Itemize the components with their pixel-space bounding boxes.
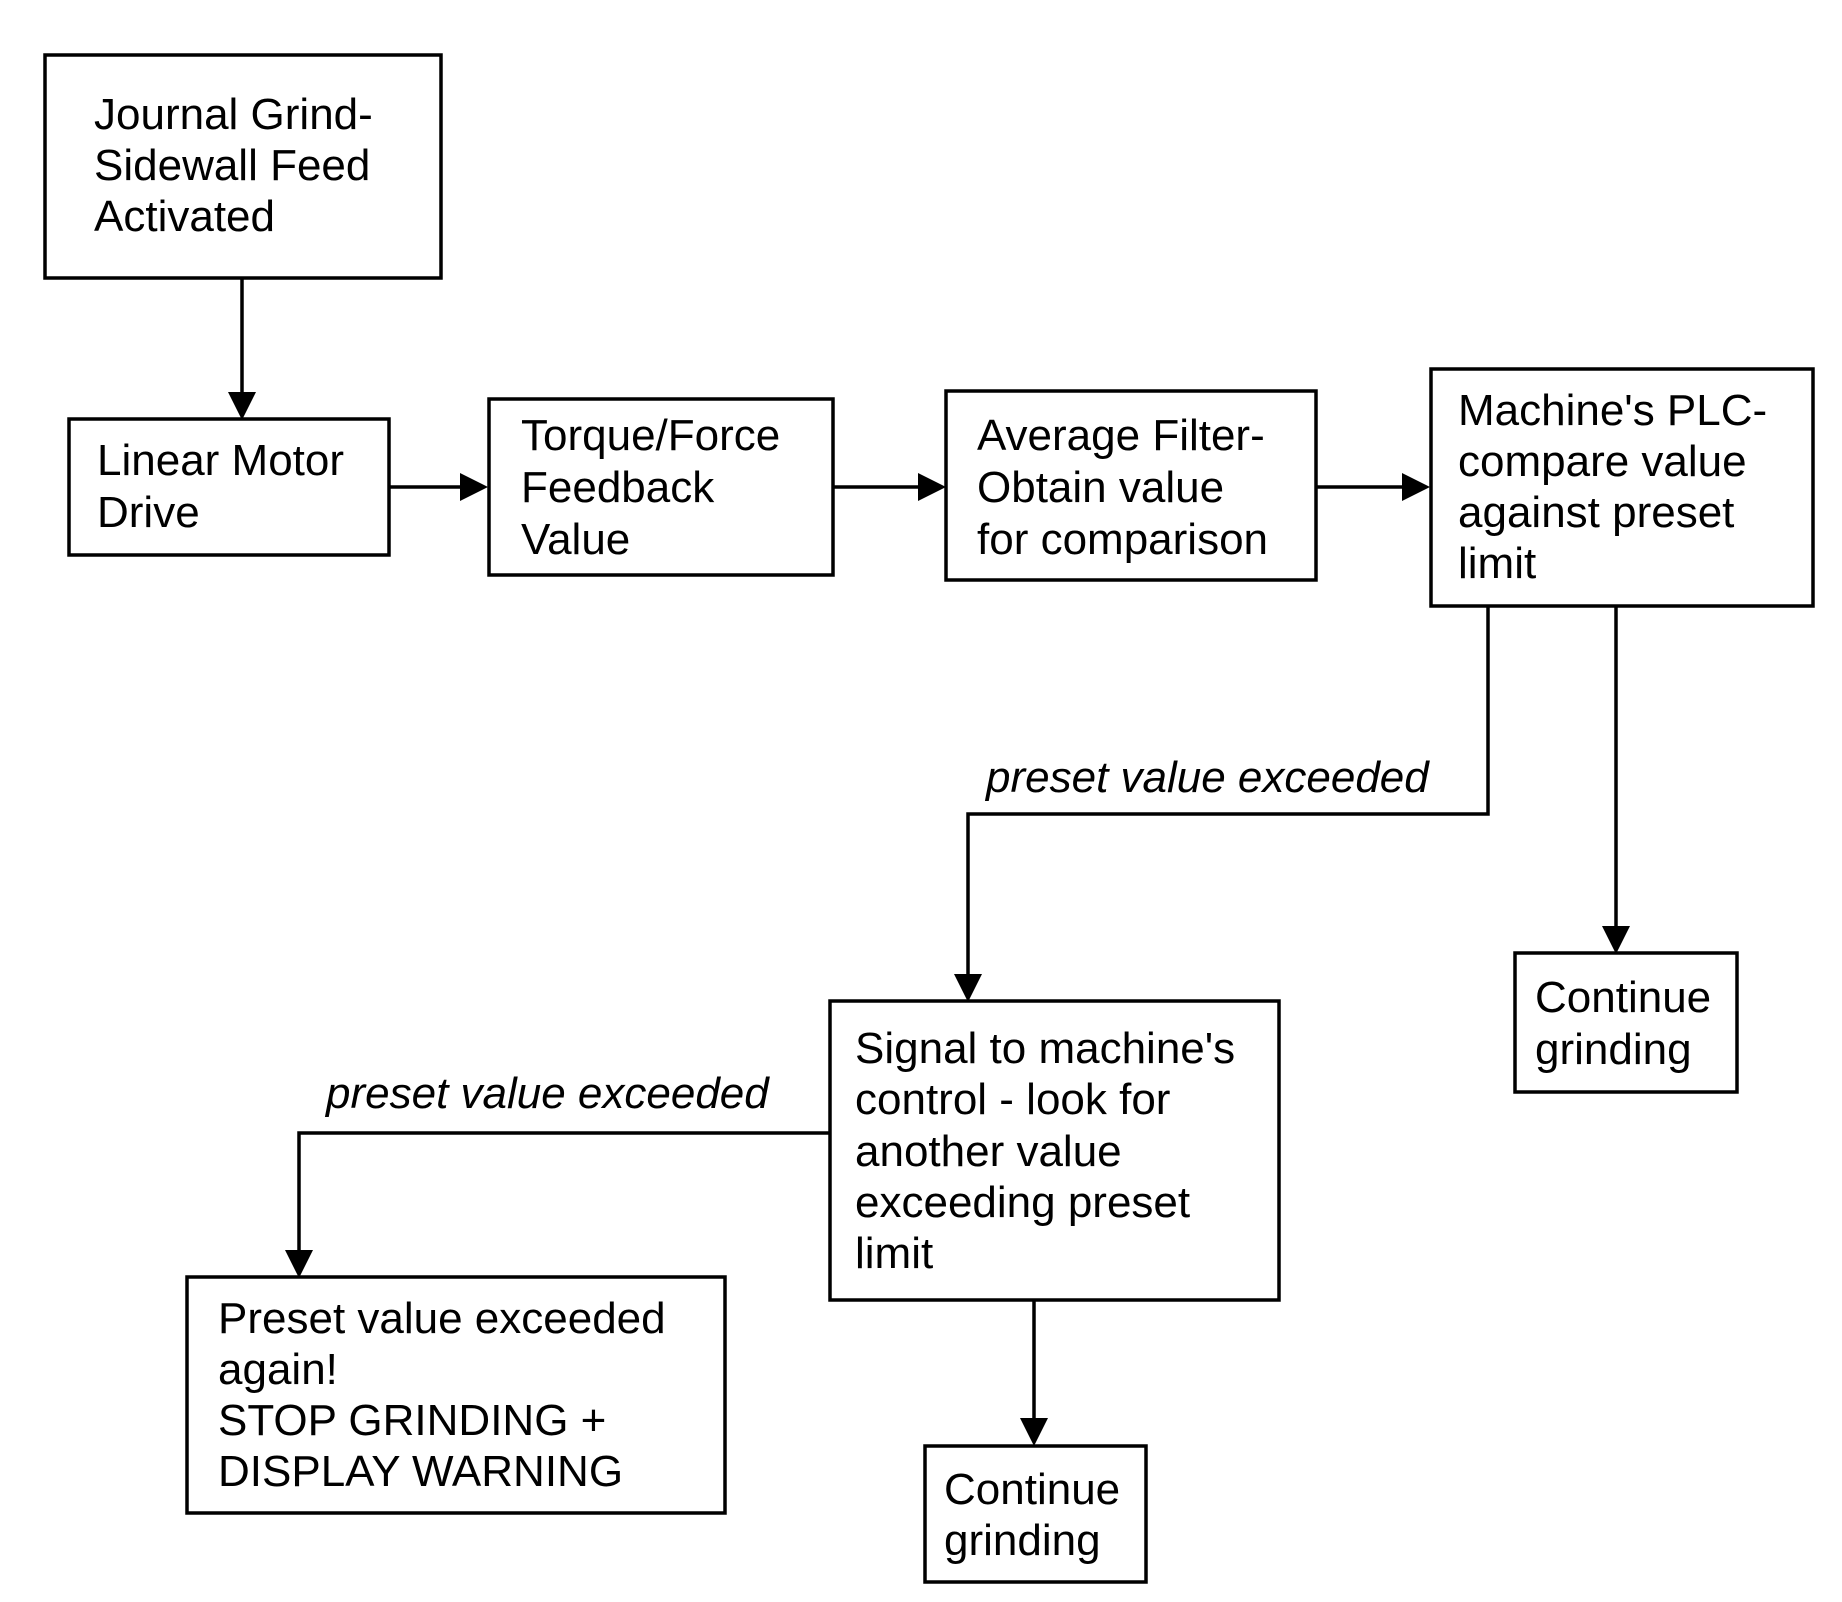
- node-text-line: Feedback: [521, 463, 715, 512]
- node-text-line: grinding: [944, 1516, 1101, 1565]
- node-text-line: control - look for: [855, 1075, 1170, 1124]
- edge-journal-to-motor: [228, 278, 256, 420]
- edge-plc-to-signal: preset value exceeded: [954, 606, 1488, 1002]
- node-text-line: Drive: [97, 488, 200, 537]
- node-text-line: limit: [855, 1229, 933, 1278]
- node-text-line: Torque/Force: [521, 411, 780, 460]
- node-continue-2: Continue grinding: [925, 1446, 1146, 1582]
- arrowhead-icon: [460, 473, 488, 501]
- edge-label-preset-exceeded-again: preset value exceeded: [324, 1069, 770, 1118]
- node-text-line: another value: [855, 1127, 1122, 1176]
- edge-torque-to-filter: [834, 473, 946, 501]
- edge-label-preset-exceeded: preset value exceeded: [984, 753, 1430, 802]
- arrowhead-icon: [1402, 473, 1430, 501]
- node-text-line: Journal Grind-: [94, 90, 373, 139]
- edge-signal-to-stop: preset value exceeded: [285, 1069, 830, 1278]
- node-average-filter: Average Filter- Obtain value for compari…: [946, 391, 1316, 580]
- node-text-line: again!: [218, 1345, 338, 1394]
- node-text-line: Continue: [944, 1465, 1120, 1514]
- node-text-line: Continue: [1535, 973, 1711, 1022]
- node-text-line: Activated: [94, 192, 275, 241]
- arrowhead-icon: [918, 473, 946, 501]
- node-text-line: Value: [521, 515, 630, 564]
- node-text-line: Sidewall Feed: [94, 141, 370, 190]
- node-text-line: Linear Motor: [97, 436, 344, 485]
- arrowhead-icon: [285, 1250, 313, 1278]
- node-torque-feedback: Torque/Force Feedback Value: [489, 399, 833, 575]
- node-plc-compare: Machine's PLC- compare value against pre…: [1431, 369, 1813, 606]
- arrowhead-icon: [1020, 1418, 1048, 1446]
- edge-filter-to-plc: [1316, 473, 1430, 501]
- node-text-line: compare value: [1458, 437, 1747, 486]
- edge-plc-to-continue: [1602, 606, 1630, 954]
- node-linear-motor: Linear Motor Drive: [69, 419, 389, 555]
- svg-text:Average Filter- Obtain v: Average Filter- Obtain value for compari…: [977, 411, 1277, 564]
- edge-signal-to-continue: [1020, 1300, 1048, 1446]
- node-text-line: Signal to machine's: [855, 1024, 1235, 1073]
- node-stop-grinding: Preset value exceeded again! STOP GRINDI…: [187, 1277, 725, 1513]
- node-text-line: Obtain value: [977, 463, 1224, 512]
- node-continue-1: Continue grinding: [1515, 953, 1737, 1092]
- node-journal-grind: Journal Grind- Sidewall Feed Activated: [45, 55, 441, 278]
- arrowhead-icon: [1602, 926, 1630, 954]
- arrowhead-icon: [228, 392, 256, 420]
- node-text-line: for comparison: [977, 515, 1268, 564]
- node-text-line: grinding: [1535, 1025, 1692, 1074]
- node-text-line: exceeding preset: [855, 1178, 1190, 1227]
- node-text-line: Average Filter-: [977, 411, 1265, 460]
- node-signal-control: Signal to machine's control - look for a…: [830, 1001, 1279, 1300]
- node-text-line: Preset value exceeded: [218, 1294, 666, 1343]
- node-text-line: STOP GRINDING +: [218, 1396, 606, 1445]
- node-text-line: limit: [1458, 539, 1536, 588]
- arrowhead-icon: [954, 974, 982, 1002]
- node-text-line: DISPLAY WARNING: [218, 1447, 623, 1496]
- edge-motor-to-torque: [390, 473, 488, 501]
- node-text-line: against preset: [1458, 488, 1734, 537]
- node-text-line: Machine's PLC-: [1458, 386, 1767, 435]
